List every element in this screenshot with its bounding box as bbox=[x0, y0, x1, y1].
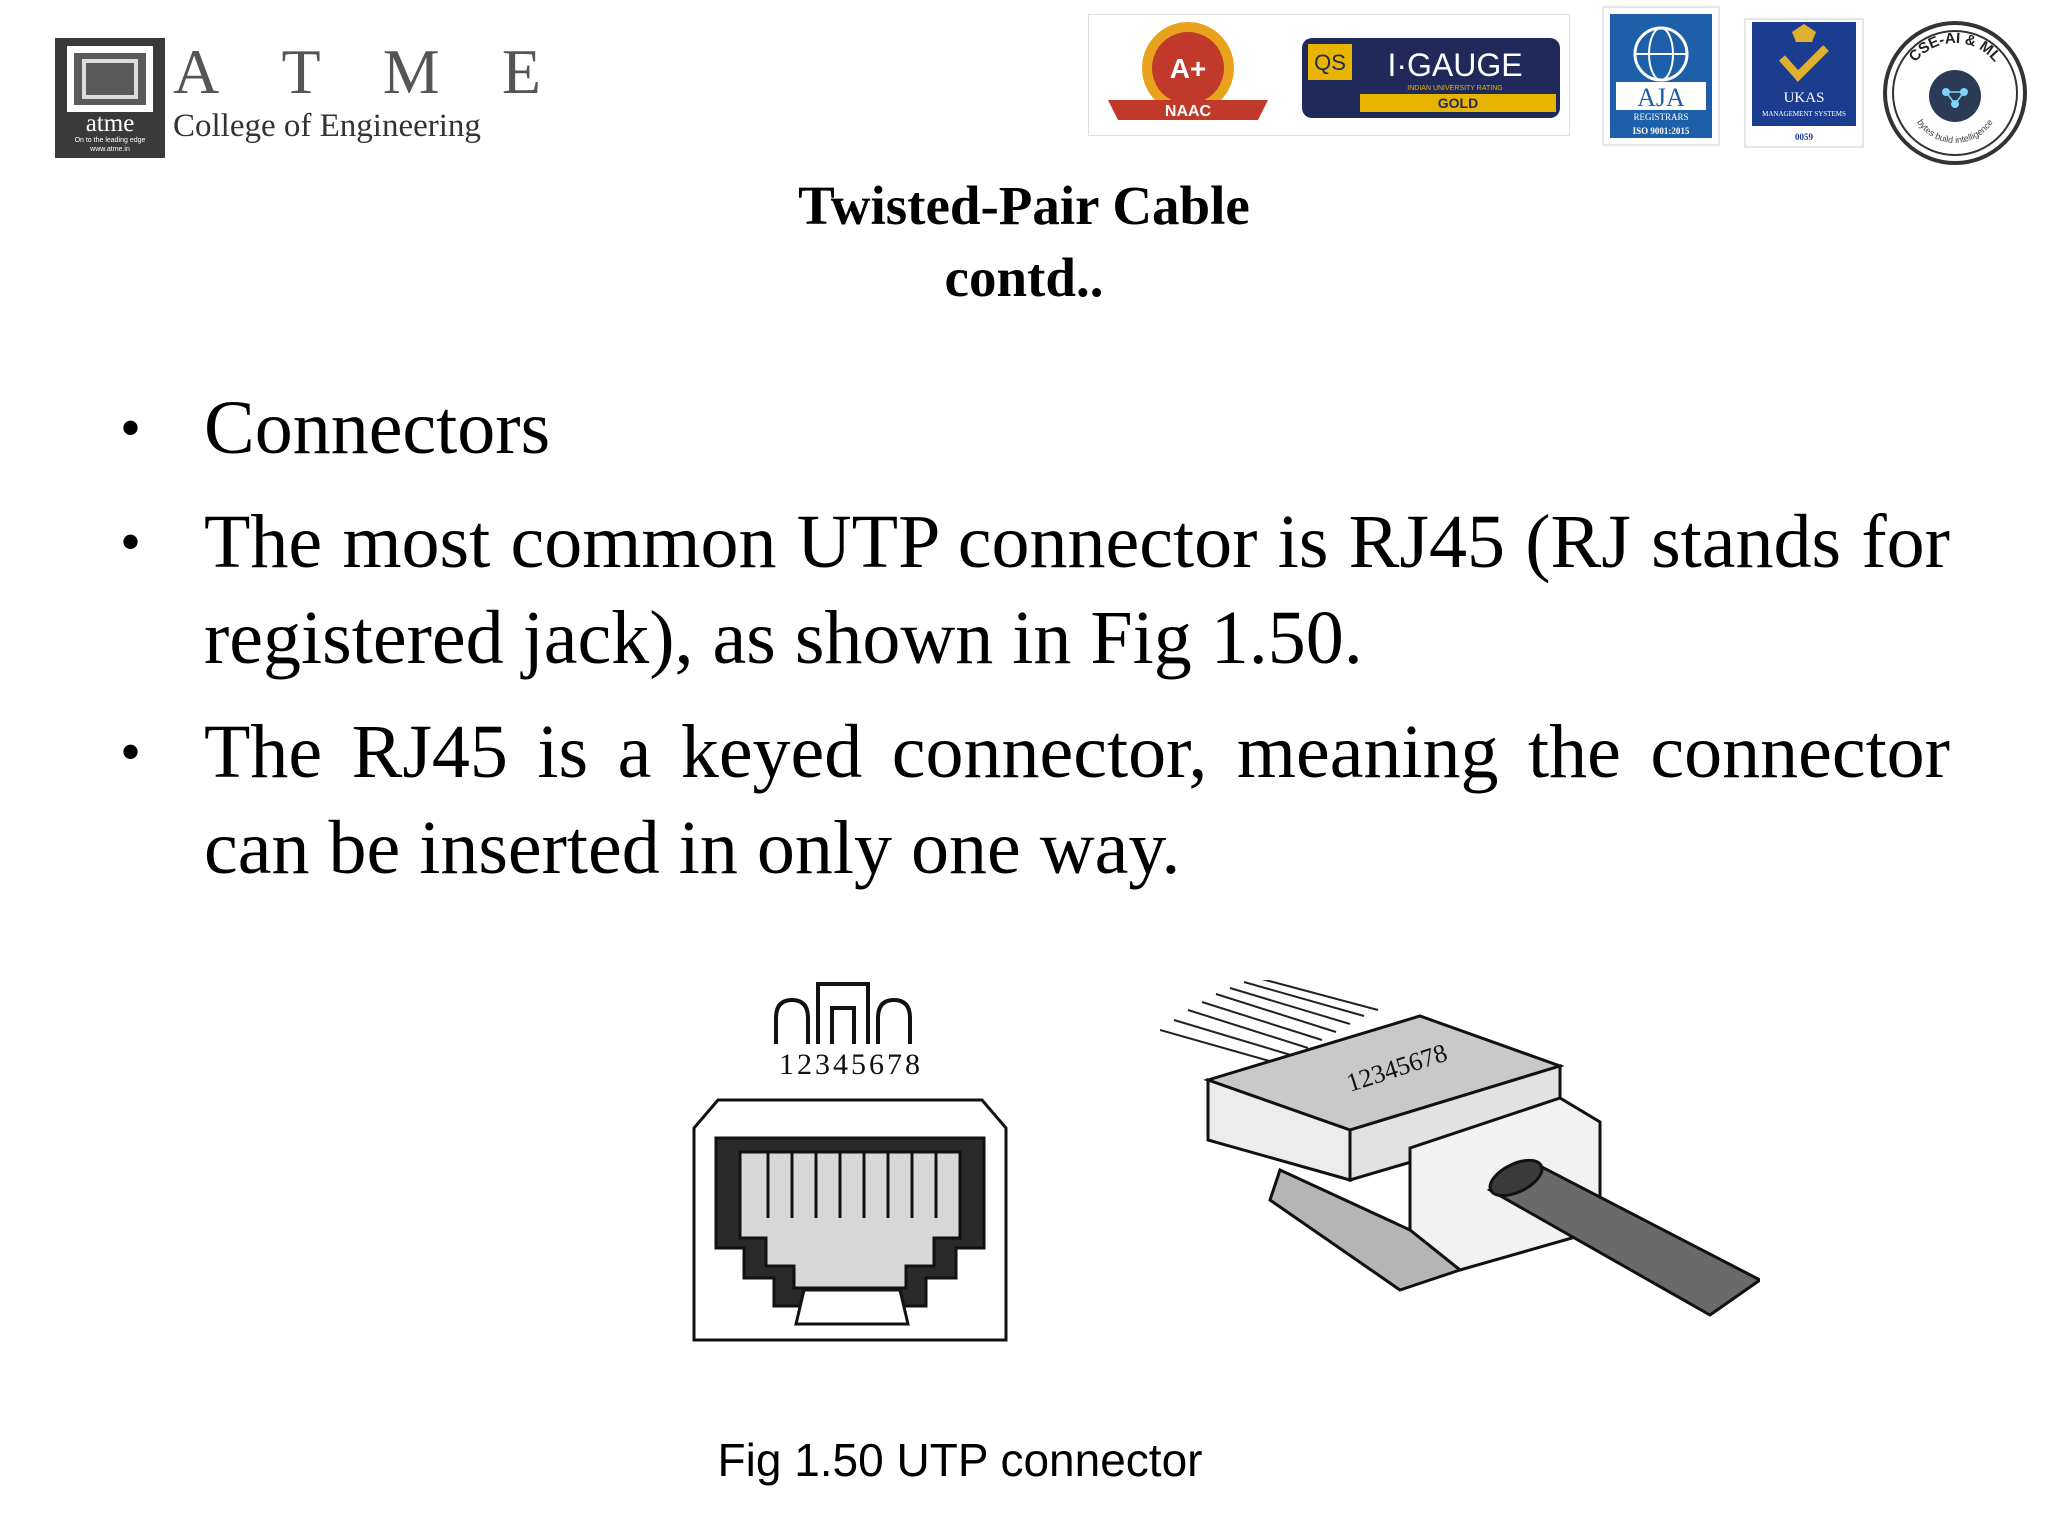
bullet-list: • Connectors • The most common UTP conne… bbox=[120, 380, 1950, 914]
bullet-marker: • bbox=[120, 395, 142, 461]
slide-title: Twisted-Pair Cable contd.. bbox=[0, 170, 2048, 314]
figure-caption: Fig 1.50 UTP connector bbox=[717, 1434, 1203, 1486]
pin-numbers: 12345678 bbox=[779, 1048, 923, 1081]
aja-sub: REGISTRARS bbox=[1633, 112, 1688, 122]
igauge-name: I·GAUGE bbox=[1387, 47, 1522, 83]
ukas-name: UKAS bbox=[1784, 90, 1825, 106]
naac-badge: A+ NAAC bbox=[1108, 22, 1268, 120]
cse-aiml-badge: CSE-AI & ML bytes build intelligence bbox=[1883, 21, 2027, 165]
aja-iso: ISO 9001:2015 bbox=[1633, 126, 1690, 136]
jack-body bbox=[692, 1098, 1008, 1342]
ukas-sub: MANAGEMENT SYSTEMS bbox=[1762, 110, 1846, 118]
logo-short-name: atme bbox=[85, 110, 135, 137]
naac-label: NAAC bbox=[1165, 103, 1212, 120]
igauge-badge: QS I·GAUGE INDIAN UNIVERSITY RATING GOLD bbox=[1302, 38, 1560, 118]
logo-letter: M bbox=[382, 36, 440, 107]
keying-symbol bbox=[774, 982, 912, 1044]
bullet-marker: • bbox=[120, 719, 142, 785]
logo-college-name: College of Engineering bbox=[173, 108, 481, 144]
logo-letter: T bbox=[281, 36, 321, 107]
slide-title-line: contd.. bbox=[944, 247, 1104, 308]
plug-cable bbox=[1486, 1158, 1760, 1317]
logo-emblem: atme On to the leading edge www.atme.in bbox=[55, 38, 165, 158]
bullet-item: • Connectors bbox=[120, 380, 1950, 476]
plug-wires bbox=[1160, 980, 1379, 1065]
igauge-level: GOLD bbox=[1438, 95, 1478, 111]
college-logo: atme On to the leading edge www.atme.in … bbox=[55, 38, 541, 160]
jack-contacts bbox=[766, 1152, 938, 1218]
rj45-jack-illustration: 12345678 bbox=[692, 982, 1008, 1342]
aja-badge: AJA REGISTRARS ISO 9001:2015 bbox=[1602, 6, 1720, 146]
ukas-badge: UKAS MANAGEMENT SYSTEMS 0059 bbox=[1744, 18, 1864, 148]
bullet-item: • The RJ45 is a keyed connector, meaning… bbox=[120, 704, 1950, 896]
bullet-text: The most common UTP connector is RJ45 (R… bbox=[204, 500, 1950, 680]
igauge-sub: INDIAN UNIVERSITY RATING bbox=[1407, 85, 1502, 92]
bullet-marker: • bbox=[120, 509, 142, 575]
logo-url: www.atme.in bbox=[90, 146, 130, 153]
bullet-item: • The most common UTP connector is RJ45 … bbox=[120, 494, 1950, 686]
plug-body bbox=[1203, 1014, 1602, 1292]
logo-tagline: On to the leading edge bbox=[74, 137, 146, 144]
igauge-qs: QS bbox=[1314, 50, 1346, 75]
ukas-number: 0059 bbox=[1795, 132, 1814, 142]
bullet-text: Connectors bbox=[204, 386, 551, 470]
bullet-text: The RJ45 is a keyed connector, meaning t… bbox=[204, 710, 1950, 890]
logo-letter: A bbox=[173, 36, 220, 107]
naac-grade: A+ bbox=[1170, 53, 1207, 84]
logo-letters: A T M E bbox=[173, 38, 541, 106]
aja-name: AJA bbox=[1637, 83, 1685, 112]
rj45-plug-illustration: 12345678 bbox=[1160, 980, 1760, 1317]
logo-letter: E bbox=[501, 36, 541, 107]
slide-title-line: Twisted-Pair Cable bbox=[798, 175, 1250, 236]
